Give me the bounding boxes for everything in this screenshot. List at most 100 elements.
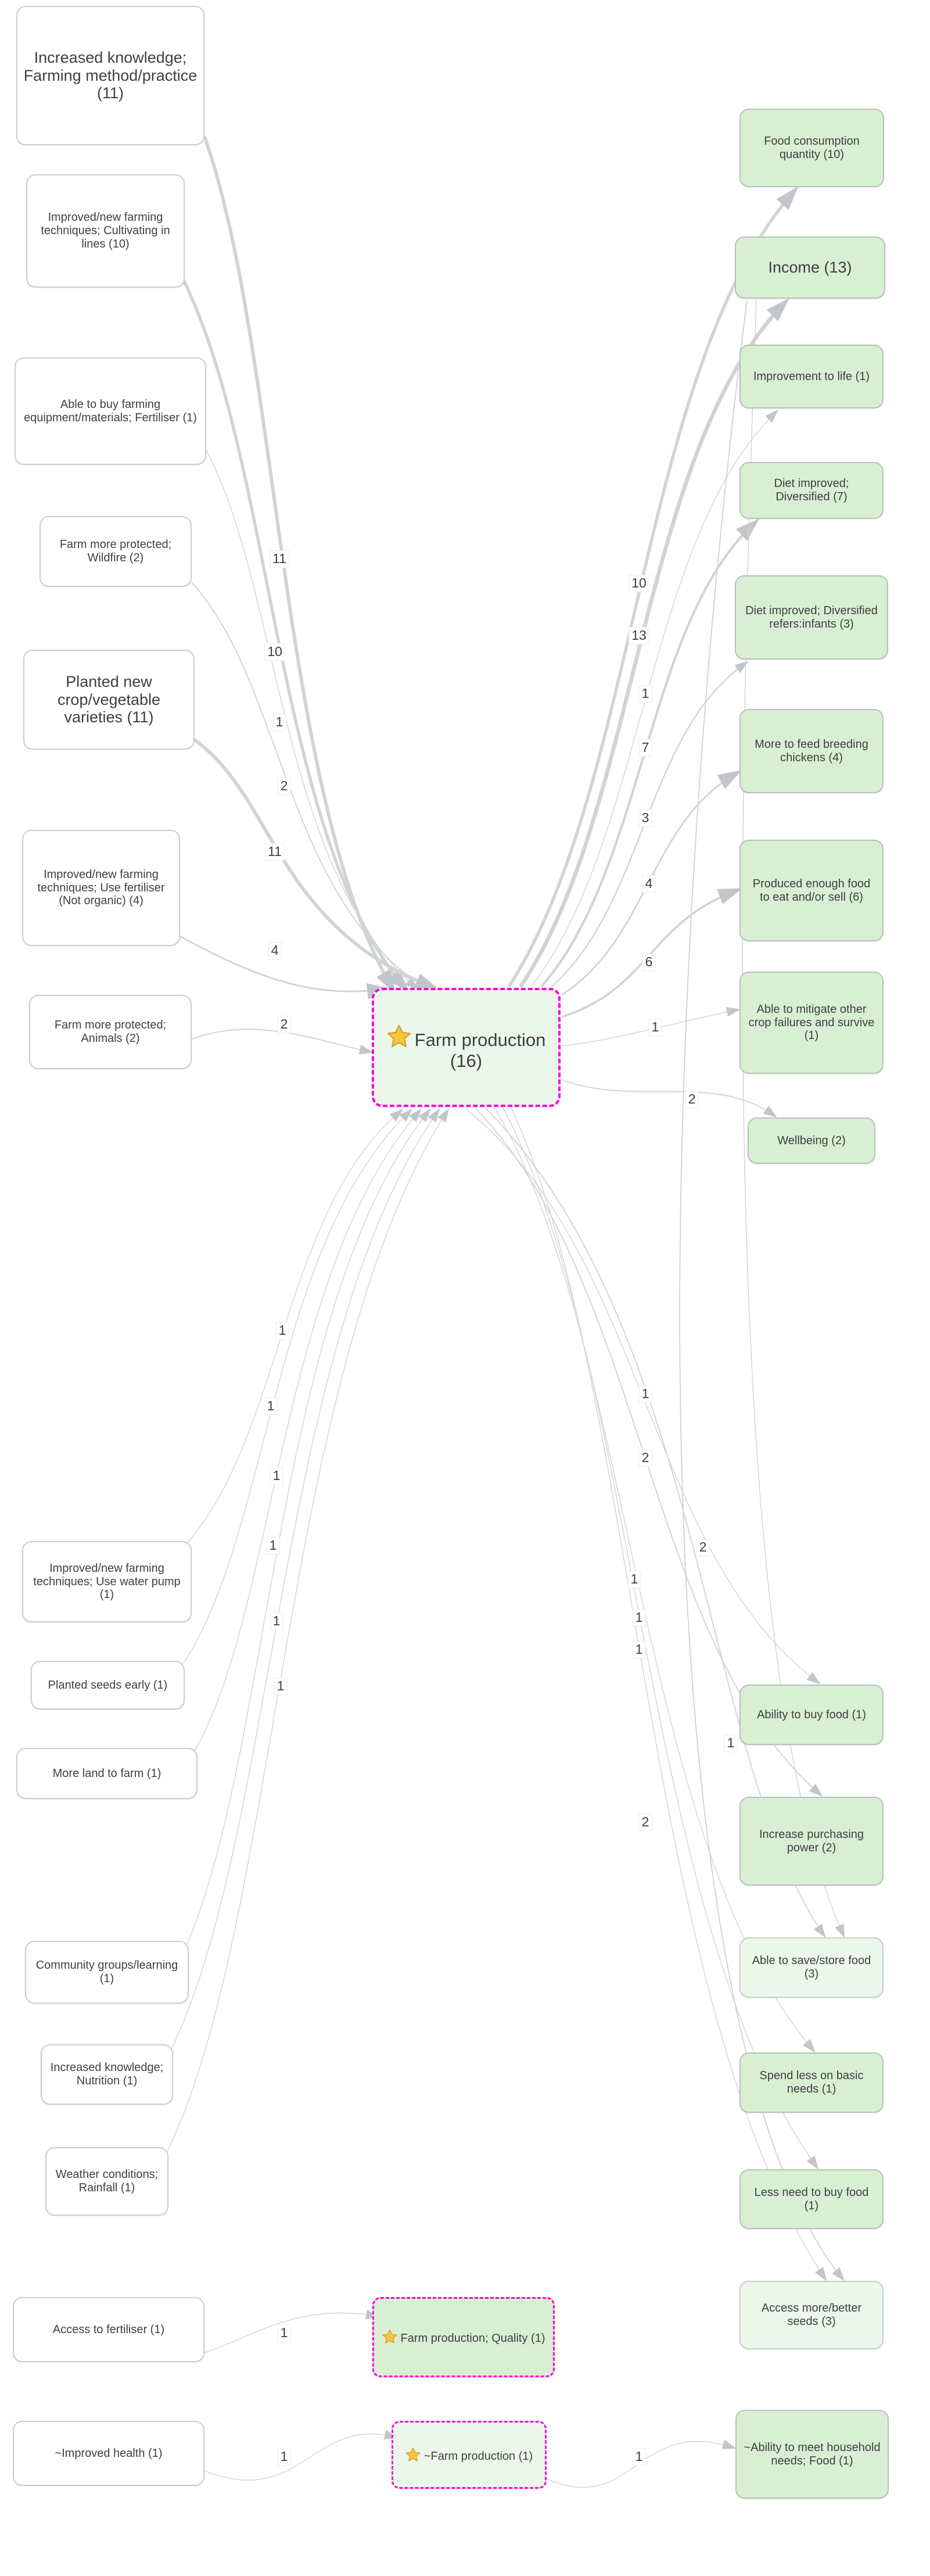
node-label: Food consumption quantity (10) [746,135,877,162]
star-icon [405,2447,421,2462]
node-label-text: Access to fertiliser (1) [52,2323,165,2336]
edge-farm-production-to-wellbeing [561,1079,777,1118]
node-ability-household[interactable]: ~Ability to meet household needs; Food (… [735,2410,889,2499]
node-more-land[interactable]: More land to farm (1) [16,1748,198,1799]
edge-weight-label: 2 [696,1539,710,1556]
edge-community-groups-to-farm-production [185,1108,431,1947]
node-label-text: Farm more protected; Animals (2) [54,1019,167,1045]
edge-income-to-access-seeds [679,299,845,2281]
node-seeds-early[interactable]: Planted seeds early (1) [31,1661,185,1710]
node-label-text: Wellbeing (2) [777,1134,846,1147]
node-access-fertiliser[interactable]: Access to fertiliser (1) [13,2297,204,2362]
edge-farm-production-to-access-seeds [511,1108,827,2282]
node-label-text: Spend less on basic needs (1) [759,2069,864,2095]
node-spend-less[interactable]: Spend less on basic needs (1) [739,2052,884,2113]
edge-weight-label: 1 [266,1537,280,1554]
node-cultivating-in-lines[interactable]: Improved/new farming techniques; Cultiva… [26,174,185,288]
node-use-fertiliser[interactable]: Improved/new farming techniques; Use fer… [22,830,180,946]
node-label-text: Access more/better seeds (3) [761,2302,862,2328]
node-label-text: Improved/new farming techniques; Cultiva… [41,211,170,250]
node-label-text: Ability to buy food (1) [757,1708,866,1721]
node-label: Farm more protected; Animals (2) [36,1019,185,1045]
node-label: Increase purchasing power (2) [746,1828,877,1855]
node-label: Produced enough food to eat and/or sell … [746,877,877,904]
edge-weight-label: 1 [632,2448,646,2466]
node-water-pump[interactable]: Improved/new farming techniques; Use wat… [22,1541,192,1622]
node-label-text: More land to farm (1) [52,1767,161,1780]
node-label-text: Diet improved; Diversified refers:infant… [745,604,878,630]
node-less-need-buy[interactable]: Less need to buy food (1) [739,2169,884,2229]
node-diet-improved[interactable]: Diet improved; Diversified (7) [739,462,884,519]
edge-weight-label: 1 [648,1019,662,1036]
edge-weight-label: 6 [642,954,656,971]
node-label: Ability to buy food (1) [757,1708,866,1722]
node-label: Weather conditions; Rainfall (1) [52,2168,161,2195]
node-label: Diet improved; Diversified refers:infant… [742,604,881,631]
node-food-consumption[interactable]: Food consumption quantity (10) [739,109,884,187]
node-label: Able to save/store food (3) [746,1954,877,1981]
node-label: ~Farm production (1) [405,2447,533,2463]
node-able-save-store[interactable]: Able to save/store food (3) [739,1937,884,1998]
node-label: Able to buy farming equipment/materials;… [21,398,199,425]
node-ability-buy-food[interactable]: Ability to buy food (1) [739,1685,884,1745]
edge-farm-production-to-spend-less [494,1108,816,2053]
node-label-text: Weather conditions; Rainfall (1) [55,2168,159,2194]
node-fp-quality[interactable]: Farm production; Quality (1) [372,2297,555,2377]
node-rainfall[interactable]: Weather conditions; Rainfall (1) [45,2147,168,2216]
node-label: Access to fertiliser (1) [53,2323,164,2337]
edge-weight-label: 2 [277,778,291,795]
edge-weight-label: 4 [642,875,656,893]
edge-weight-label: 2 [638,1814,652,1831]
node-label-text: Increased knowledge; Nutrition (1) [50,2061,164,2087]
node-animals[interactable]: Farm more protected; Animals (2) [29,995,192,1069]
node-label-text: Planted new crop/vegetable varieties (11… [57,672,161,726]
node-label-text: Improvement to life (1) [753,370,870,383]
edge-seeds-early-to-farm-production [181,1108,413,1667]
edge-weight-label: 10 [264,643,285,661]
node-income[interactable]: Income (13) [735,237,885,299]
node-label-text: Produced enough food to eat and/or sell … [752,877,871,904]
node-increase-purchasing[interactable]: Increase purchasing power (2) [739,1797,884,1886]
node-label-text: Less need to buy food (1) [754,2186,869,2212]
edge-weight-label: 2 [638,1449,652,1467]
node-diet-infants[interactable]: Diet improved; Diversified refers:infant… [735,575,888,660]
node-label: Increased knowledge; Nutrition (1) [48,2061,166,2088]
node-nfp[interactable]: ~Farm production (1) [392,2421,547,2489]
node-community-groups[interactable]: Community groups/learning (1) [25,1941,189,2004]
node-label-text: Increased knowledge; Farming method/prac… [23,48,198,102]
edge-buy-equipment-to-farm-production [206,450,419,990]
node-wellbeing[interactable]: Wellbeing (2) [748,1117,875,1164]
node-farm-production[interactable]: Farm production (16) [372,988,561,1107]
node-label-text: Able to mitigate other crop failures and… [748,1002,875,1042]
node-label: Increased knowledge; Farming method/prac… [23,49,198,102]
node-increased-knowledge-farming[interactable]: Increased knowledge; Farming method/prac… [16,6,204,145]
edge-weight-label: 1 [272,714,286,731]
node-improved-health[interactable]: ~Improved health (1) [13,2421,204,2486]
node-label: Farm production (16) [380,1024,552,1071]
node-label-text: Improved/new farming techniques; Use wat… [33,1561,181,1602]
node-label: Planted seeds early (1) [48,1679,168,1692]
node-buy-equipment[interactable]: Able to buy farming equipment/materials;… [15,357,206,465]
edge-improved-health-to-nfp [204,2430,398,2481]
node-label: Community groups/learning (1) [32,1959,182,1986]
node-label: More land to farm (1) [53,1767,161,1780]
node-label-text: Farm more protected; Wildfire (2) [59,538,172,564]
node-able-mitigate[interactable]: Able to mitigate other crop failures and… [739,972,884,1074]
edge-weight-label: 1 [264,1398,278,1415]
node-access-seeds[interactable]: Access more/better seeds (3) [739,2281,884,2349]
edge-weight-label: 13 [629,627,649,644]
edge-weight-label: 1 [638,1385,652,1403]
node-label-text: ~Ability to meet household needs; Food (… [744,2441,881,2467]
node-label: ~Improved health (1) [55,2447,162,2460]
edge-wildfire-to-farm-production [191,582,429,990]
node-label: ~Ability to meet household needs; Food (… [742,2441,882,2468]
node-produced-enough[interactable]: Produced enough food to eat and/or sell … [739,840,884,941]
node-label-text: Income (13) [768,259,852,277]
node-new-varieties[interactable]: Planted new crop/vegetable varieties (11… [23,650,195,750]
node-wildfire[interactable]: Farm more protected; Wildfire (2) [40,516,192,587]
node-feed-chickens[interactable]: More to feed breeding chickens (4) [739,709,884,793]
edge-weight-label: 11 [265,843,285,861]
node-improvement-life[interactable]: Improvement to life (1) [739,345,884,409]
node-nutrition[interactable]: Increased knowledge; Nutrition (1) [41,2044,173,2105]
edge-weight-label: 11 [270,550,289,568]
